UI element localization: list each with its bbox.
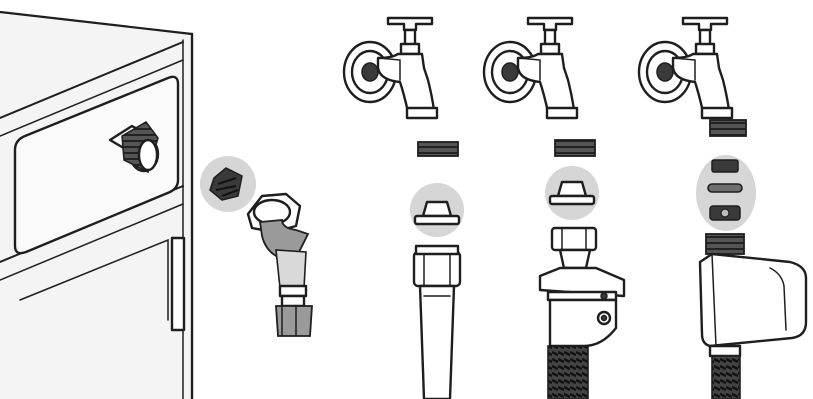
washer-icon [410,183,464,237]
filter-screen-icon [200,156,256,212]
washing-machine-icon [0,12,192,399]
tap-thread-2 [555,140,595,156]
hose-icon [414,246,460,399]
tap-thread-1 [418,142,458,156]
tap-icon-3 [639,18,732,118]
adapter-icon [540,228,624,399]
tap-thread-3 [710,120,746,136]
washer-set-icon [696,155,756,231]
washer-icon-2 [545,166,599,220]
tap-icon-2 [484,18,577,118]
aquastop-icon [700,234,806,399]
elbow-hose-connector-icon [248,194,312,336]
tap-icon [344,18,437,118]
